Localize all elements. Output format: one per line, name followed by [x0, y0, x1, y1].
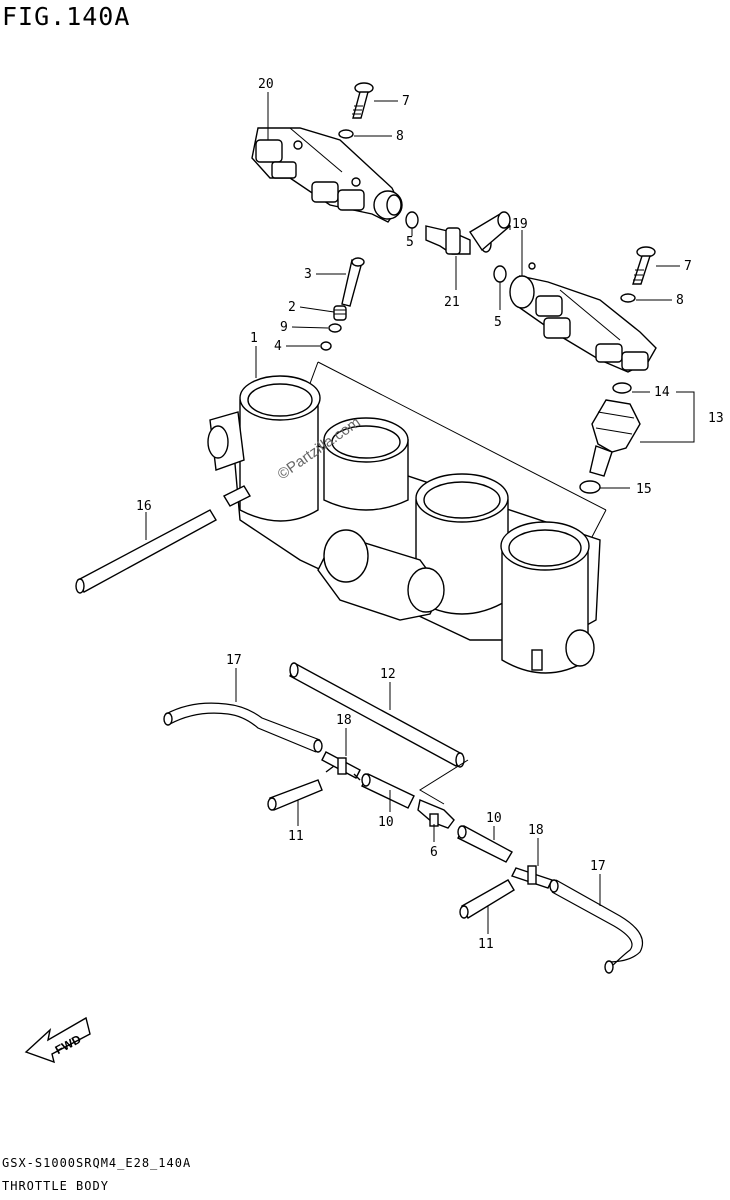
- washer-right[interactable]: [620, 293, 636, 303]
- fuel-injector[interactable]: [589, 399, 641, 477]
- hose-16[interactable]: [75, 509, 217, 594]
- callout-8: 8: [676, 293, 684, 308]
- callout-15: 15: [636, 482, 652, 497]
- callout-20: 20: [258, 77, 274, 92]
- figure-title: FIG.140A: [2, 2, 131, 31]
- hose-10-left[interactable]: [361, 773, 415, 809]
- injector-seal-lower[interactable]: [579, 480, 601, 494]
- callout-11: 11: [478, 937, 494, 952]
- callout-labels: 20 7 8 5 19 21 5 7 8 3 2 9 4 1 14 13 15 …: [136, 77, 724, 952]
- callout-13: 13: [708, 411, 724, 426]
- callout-18: 18: [336, 713, 352, 728]
- three-way-joint-upper[interactable]: [321, 751, 361, 781]
- callout-21: 21: [444, 295, 460, 310]
- o-ring-right[interactable]: [493, 265, 507, 283]
- fuel-delivery-pipe-upper[interactable]: [251, 127, 403, 223]
- hose-10-right[interactable]: [457, 825, 513, 863]
- adjust-screw[interactable]: [341, 257, 365, 307]
- callout-17: 17: [226, 653, 242, 668]
- throttle-body-assembly[interactable]: [207, 361, 607, 674]
- callout-5: 5: [406, 235, 414, 250]
- hose-17-upper[interactable]: [163, 702, 323, 753]
- three-way-joint-lower[interactable]: [511, 865, 553, 889]
- injector-seal-upper[interactable]: [612, 382, 632, 394]
- callout-2: 2: [288, 300, 296, 315]
- hose-12[interactable]: [289, 662, 465, 768]
- bolt-right[interactable]: [632, 246, 656, 285]
- callout-14: 14: [654, 385, 670, 400]
- hose-11-lower[interactable]: [459, 879, 515, 919]
- joint-6[interactable]: [417, 799, 455, 829]
- callout-9: 9: [280, 320, 288, 335]
- callout-8: 8: [396, 129, 404, 144]
- leader-lines: [145, 92, 695, 934]
- callout-7: 7: [402, 94, 410, 109]
- bolt-upper[interactable]: [352, 82, 374, 119]
- callout-5: 5: [494, 315, 502, 330]
- hose-17-lower[interactable]: [549, 879, 644, 974]
- callout-12: 12: [380, 667, 396, 682]
- callout-4: 4: [274, 339, 282, 354]
- callout-3: 3: [304, 267, 312, 282]
- washer-small[interactable]: [328, 323, 342, 333]
- o-ring-small[interactable]: [320, 341, 332, 351]
- callout-11: 11: [288, 829, 304, 844]
- hose-11-upper[interactable]: [267, 779, 323, 811]
- callout-10: 10: [378, 815, 394, 830]
- callout-19: 19: [512, 217, 528, 232]
- forward-direction-arrow: FWD: [24, 1016, 91, 1064]
- callout-10: 10: [486, 811, 502, 826]
- footer-model-code: GSX-S1000SRQM4_E28_140A: [2, 1156, 192, 1170]
- callout-18: 18: [528, 823, 544, 838]
- callout-6: 6: [430, 845, 438, 860]
- callout-1: 1: [250, 331, 258, 346]
- callout-7: 7: [684, 259, 692, 274]
- fuel-joint[interactable]: [425, 211, 511, 255]
- footer-section-name: THROTTLE BODY: [2, 1179, 109, 1193]
- callout-16: 16: [136, 499, 152, 514]
- washer-upper[interactable]: [338, 129, 354, 139]
- o-ring-left[interactable]: [405, 211, 419, 229]
- fuel-delivery-pipe-lower[interactable]: [509, 262, 657, 373]
- spring[interactable]: [333, 305, 347, 321]
- callout-17: 17: [590, 859, 606, 874]
